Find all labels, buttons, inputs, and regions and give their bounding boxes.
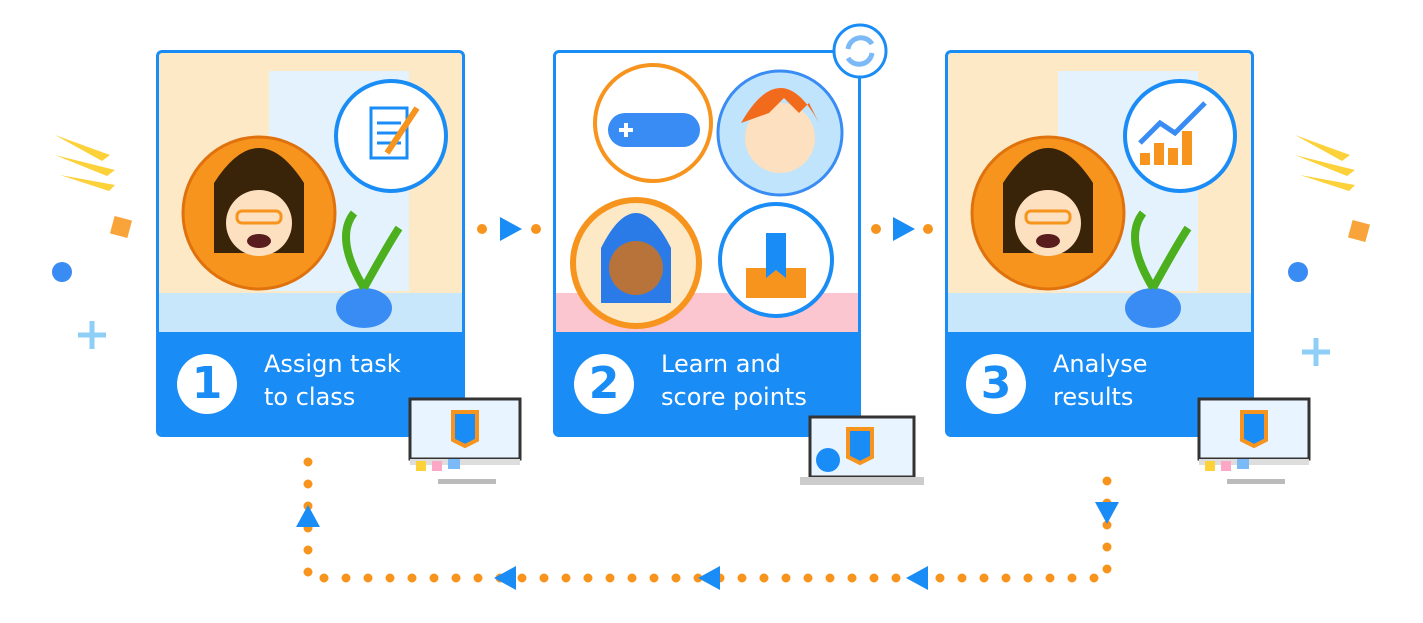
step-banner: 2 Learn and score points <box>556 332 858 434</box>
step-number: 2 <box>574 354 634 414</box>
step-card-1: 1 Assign task to class <box>156 50 465 437</box>
arrow-left-2 <box>698 566 720 590</box>
step-number: 3 <box>966 354 1026 414</box>
step-label: Analyse results <box>1053 350 1148 411</box>
arrow-up <box>296 505 320 527</box>
step-label: Assign task to class <box>264 350 401 411</box>
arrow-right-2 <box>893 217 915 241</box>
arrow-left-1 <box>494 566 516 590</box>
students-scene <box>556 63 858 338</box>
refresh-icon <box>832 23 888 79</box>
decor-left <box>52 135 133 349</box>
desktop-monitor-icon <box>408 397 522 484</box>
desktop-monitor-icon <box>1197 397 1311 484</box>
laptop-icon <box>800 415 924 485</box>
step-card-3: 3 Analyse results <box>945 50 1254 437</box>
decor-right <box>1288 135 1371 366</box>
teacher-scene <box>159 71 462 338</box>
step-label: Learn and score points <box>661 350 807 411</box>
arrow-left-3 <box>906 566 928 590</box>
arrow-down <box>1095 502 1119 524</box>
results-scene <box>948 71 1251 338</box>
arrow-right-1 <box>500 217 522 241</box>
step-card-2: 2 Learn and score points <box>553 50 861 437</box>
step-number: 1 <box>177 354 237 414</box>
